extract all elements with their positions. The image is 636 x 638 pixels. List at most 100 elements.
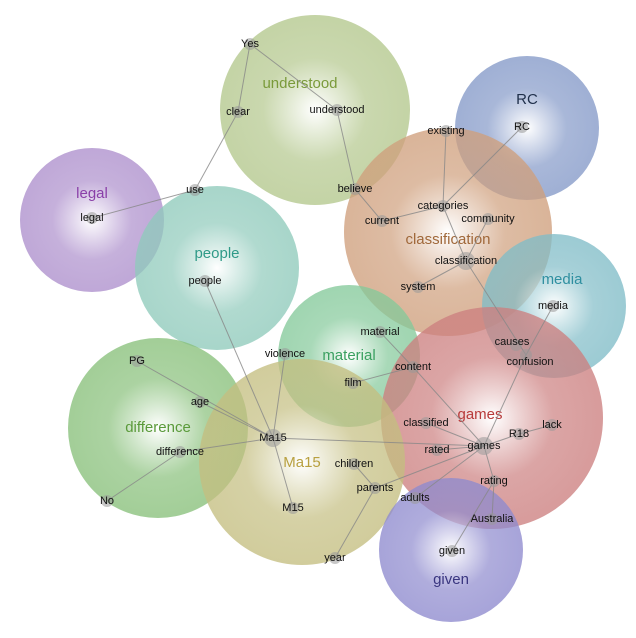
concept-label-rc[interactable]: RC: [514, 121, 530, 133]
concept-label-rating[interactable]: rating: [480, 475, 508, 487]
concept-node-children[interactable]: [348, 458, 360, 470]
concept-node-media[interactable]: [547, 300, 559, 312]
concept-node-believe[interactable]: [349, 183, 361, 195]
concept-label-people[interactable]: people: [188, 275, 221, 287]
theme-circle-understood[interactable]: [220, 15, 410, 205]
edge-use-legal: [91, 189, 196, 219]
concept-node-current[interactable]: [376, 215, 388, 227]
concept-label-believe[interactable]: believe: [338, 183, 373, 195]
concept-label-use[interactable]: use: [186, 184, 204, 196]
concept-node-rating[interactable]: [488, 475, 500, 487]
concept-label-current[interactable]: current: [365, 215, 399, 227]
concept-node-classified[interactable]: [420, 417, 432, 429]
concept-node-m15[interactable]: [287, 502, 299, 514]
concept-node-use[interactable]: [189, 184, 201, 196]
edge-parents-year: [334, 487, 376, 559]
concept-node-r18[interactable]: [513, 428, 525, 440]
theme-label-given: given: [433, 571, 469, 588]
concept-node-system[interactable]: [412, 281, 424, 293]
themes-layer: [20, 15, 626, 622]
concept-label-difference[interactable]: difference: [156, 446, 204, 458]
concept-label-age[interactable]: age: [191, 396, 209, 408]
concept-label-year[interactable]: year: [324, 552, 346, 564]
concept-node-lack[interactable]: [546, 419, 558, 431]
concept-label-system[interactable]: system: [401, 281, 436, 293]
theme-label-media: media: [542, 271, 584, 288]
edge-difference-ma15: [179, 437, 274, 453]
concept-label-clear[interactable]: clear: [226, 106, 250, 118]
concept-node-violence[interactable]: [279, 348, 291, 360]
concept-label-film[interactable]: film: [344, 377, 361, 389]
concept-label-content[interactable]: content: [395, 361, 431, 373]
concept-node-material[interactable]: [374, 326, 386, 338]
concept-node-legal[interactable]: [86, 212, 98, 224]
concept-label-classification[interactable]: classification: [435, 255, 497, 267]
concept-label-games[interactable]: games: [467, 440, 501, 452]
concept-label-existing[interactable]: existing: [427, 125, 464, 137]
concept-node-difference[interactable]: [174, 446, 186, 458]
concept-label-categories[interactable]: categories: [418, 200, 469, 212]
theme-circle-ma15[interactable]: [199, 359, 405, 565]
concept-node-community[interactable]: [482, 213, 494, 225]
concept-node-year[interactable]: [329, 552, 341, 564]
concept-node-confusion[interactable]: [520, 349, 532, 361]
concept-node-pg[interactable]: [131, 355, 143, 367]
concept-node-understood[interactable]: [331, 104, 343, 116]
concept-label-adults[interactable]: adults: [400, 492, 430, 504]
concept-node-yes[interactable]: [244, 38, 256, 50]
concept-label-m15[interactable]: M15: [282, 502, 303, 514]
concept-label-material[interactable]: material: [360, 326, 399, 338]
edge-media-confusion: [525, 305, 554, 356]
concept-label-legal[interactable]: legal: [80, 212, 103, 224]
concept-label-given[interactable]: given: [439, 545, 465, 557]
concept-node-parents[interactable]: [369, 482, 381, 494]
concept-label-children[interactable]: children: [335, 458, 374, 470]
concept-node-games[interactable]: [475, 437, 493, 455]
concept-node-no[interactable]: [101, 495, 113, 507]
concept-node-categories[interactable]: [437, 200, 449, 212]
edge-rating-given: [451, 480, 495, 552]
concept-label-rated[interactable]: rated: [424, 444, 449, 456]
edge-believe-current: [354, 188, 383, 222]
edge-categories-rc: [442, 126, 523, 207]
concept-label-violence[interactable]: violence: [265, 348, 305, 360]
concept-label-classified[interactable]: classified: [403, 417, 448, 429]
theme-label-ma15: Ma15: [283, 454, 321, 471]
concept-node-rated[interactable]: [431, 444, 443, 456]
concept-node-adults[interactable]: [409, 492, 421, 504]
concept-node-existing[interactable]: [440, 125, 452, 137]
concept-label-community[interactable]: community: [461, 213, 515, 225]
concept-node-people[interactable]: [199, 275, 211, 287]
concept-node-rc[interactable]: [516, 121, 528, 133]
concept-node-classification[interactable]: [457, 252, 475, 270]
concept-node-causes[interactable]: [510, 339, 522, 351]
concept-label-ma15[interactable]: Ma15: [259, 432, 287, 444]
edge-rating-australia: [491, 480, 495, 520]
concept-node-content[interactable]: [407, 361, 419, 373]
theme-label-people: people: [194, 245, 239, 262]
theme-circle-games[interactable]: [381, 307, 603, 529]
concept-node-ma15[interactable]: [264, 429, 282, 447]
edge-ma15-games: [272, 437, 485, 447]
concept-label-r18[interactable]: R18: [509, 428, 529, 440]
edge-yes-clear: [237, 43, 251, 113]
concept-label-yes[interactable]: Yes: [241, 38, 259, 50]
concept-label-pg[interactable]: PG: [129, 355, 145, 367]
concept-label-confusion[interactable]: confusion: [506, 356, 553, 368]
concept-label-lack[interactable]: lack: [542, 419, 562, 431]
concept-node-clear[interactable]: [232, 106, 244, 118]
concept-node-age[interactable]: [194, 396, 206, 408]
edge-classification-system: [417, 260, 467, 288]
edge-categories-classification: [442, 205, 467, 262]
concept-node-given[interactable]: [446, 545, 458, 557]
concept-label-understood[interactable]: understood: [309, 104, 364, 116]
concept-label-media[interactable]: media: [538, 300, 569, 312]
concept-node-film[interactable]: [347, 377, 359, 389]
concept-node-australia[interactable]: [486, 513, 498, 525]
theme-circle-people[interactable]: [135, 186, 299, 350]
concept-label-causes[interactable]: causes: [495, 336, 530, 348]
edge-games-parents: [374, 445, 485, 489]
concept-label-australia[interactable]: Australia: [471, 513, 515, 525]
concept-label-no[interactable]: No: [100, 495, 114, 507]
concept-label-parents[interactable]: parents: [357, 482, 394, 494]
